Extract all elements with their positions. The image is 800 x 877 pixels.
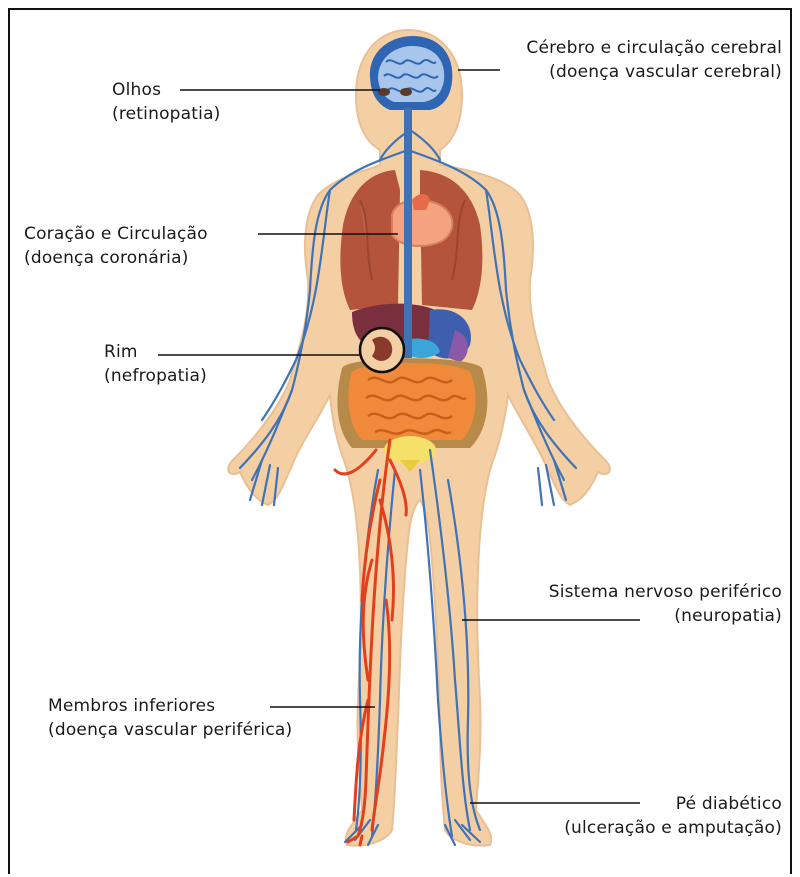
label-coracao: Coração e Circulação (doença coronária) [24,222,208,270]
label-olhos-title: Olhos [112,78,221,102]
label-pe: Pé diabético (ulceração e amputação) [564,792,782,840]
brain [370,36,452,110]
spinal-cord [404,108,412,358]
label-olhos: Olhos (retinopatia) [112,78,221,126]
intestines [337,358,487,448]
label-nervoso: Sistema nervoso periférico (neuropatia) [549,580,782,628]
label-membros-detail: (doença vascular periférica) [48,718,292,742]
label-nervoso-detail: (neuropatia) [549,604,782,628]
label-rim-title: Rim [104,340,207,364]
label-pe-title: Pé diabético [564,792,782,816]
label-rim: Rim (nefropatia) [104,340,207,388]
label-nervoso-title: Sistema nervoso periférico [549,580,782,604]
label-olhos-detail: (retinopatia) [112,102,221,126]
label-membros-title: Membros inferiores [48,694,292,718]
label-coracao-title: Coração e Circulação [24,222,208,246]
label-cerebro-title: Cérebro e circulação cerebral [526,36,782,60]
label-membros: Membros inferiores (doença vascular peri… [48,694,292,742]
kidney-zoom [360,328,404,372]
label-coracao-detail: (doença coronária) [24,246,208,270]
label-cerebro-detail: (doença vascular cerebral) [526,60,782,84]
label-cerebro: Cérebro e circulação cerebral (doença va… [526,36,782,84]
label-pe-detail: (ulceração e amputação) [564,816,782,840]
label-rim-detail: (nefropatia) [104,364,207,388]
